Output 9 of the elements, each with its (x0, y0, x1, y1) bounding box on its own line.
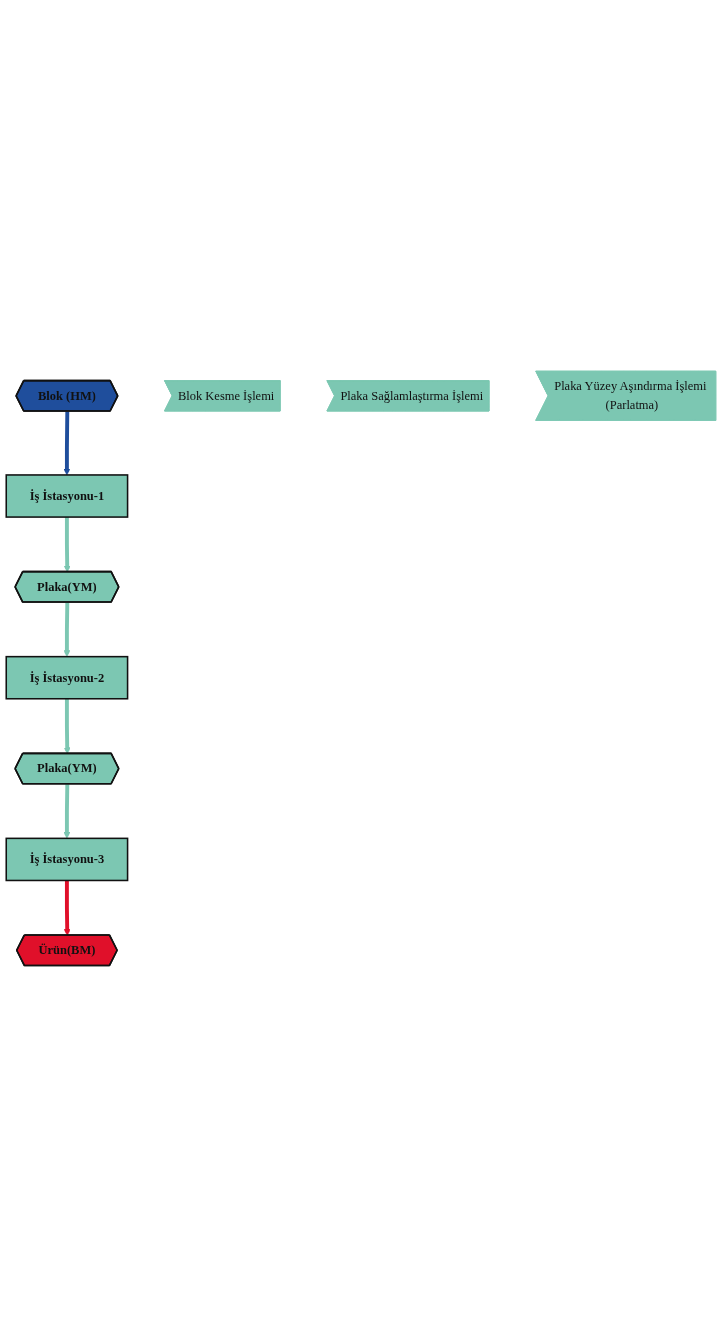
node-box: İş İstasyonu-2 (5, 655, 129, 700)
arrow (63, 602, 71, 657)
arrow (63, 411, 71, 475)
arrow (63, 783, 71, 839)
arrow (63, 880, 71, 936)
arrow (63, 516, 71, 572)
node-box: İş İstasyonu-3 (5, 837, 129, 881)
node-box: İş İstasyonu-1 (5, 473, 129, 518)
arrow (63, 698, 71, 754)
